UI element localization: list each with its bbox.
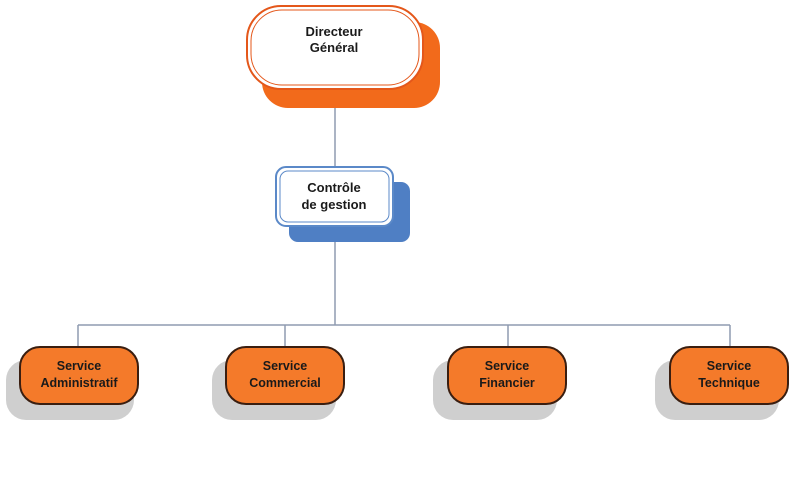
control-box [275,166,394,227]
service-commercial-label-line2: Commercial [249,376,321,390]
service-commercial-box [225,346,345,405]
director-box-inner [250,9,420,86]
node-service-commercial[interactable]: Service Commercial [212,346,345,420]
service-financier-label-line1: Service [485,359,530,373]
service-administratif-label-line1: Service [57,359,102,373]
connector-lines [77,88,731,347]
control-label-line2: de gestion [301,197,366,212]
director-box [246,5,424,90]
control-box-inner [279,170,390,223]
node-service-administratif[interactable]: Service Administratif [6,346,139,420]
service-financier-label-line2: Financier [479,376,535,390]
service-technique-label-line1: Service [707,359,752,373]
service-commercial-label-line1: Service [263,359,308,373]
service-administratif-box [19,346,139,405]
node-service-technique[interactable]: Service Technique [655,346,789,420]
director-label-line2: Général [310,40,358,55]
node-service-financier[interactable]: Service Financier [433,346,567,420]
director-label-line1: Directeur [305,24,362,39]
control-label-line1: Contrôle [307,180,360,195]
service-technique-box [669,346,789,405]
service-financier-box [447,346,567,405]
service-administratif-label-line2: Administratif [40,376,118,390]
node-controle-de-gestion[interactable]: Contrôle de gestion [275,166,410,242]
service-technique-label-line2: Technique [698,376,760,390]
node-directeur-general[interactable]: Directeur Général [246,5,440,108]
